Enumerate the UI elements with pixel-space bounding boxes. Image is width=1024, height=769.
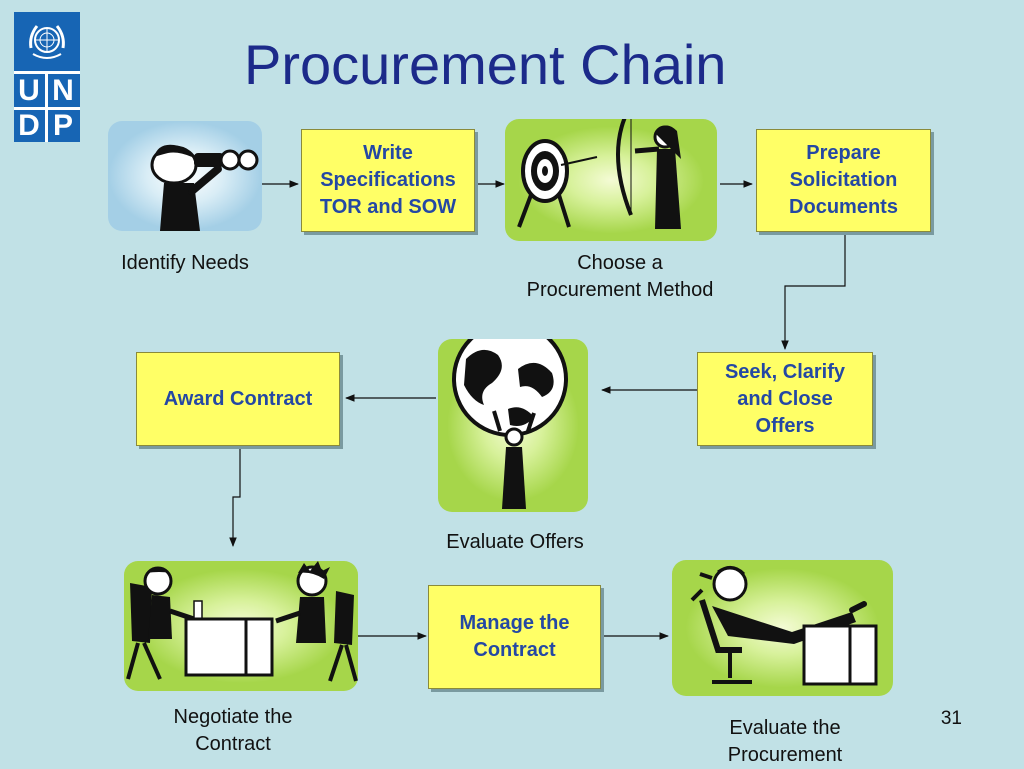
archery-target-icon xyxy=(517,119,681,229)
caption-identify-needs: Identify Needs xyxy=(121,252,249,274)
evaluate-offers-picture xyxy=(438,339,588,512)
binoculars-person-icon xyxy=(150,144,259,231)
logo-letter-d: D xyxy=(18,109,40,142)
step-seek-clarify-close: Seek, Clarify and Close Offers xyxy=(697,352,873,446)
relaxing-person-icon xyxy=(690,566,878,686)
caption-evaluate-offers: Evaluate Offers xyxy=(446,531,584,553)
step-award-contract: Award Contract xyxy=(136,352,340,446)
choose-method-picture xyxy=(505,119,717,241)
globe-holder-icon xyxy=(452,339,568,509)
negotiate-contract-picture xyxy=(124,561,358,691)
evaluate-procurement-picture xyxy=(672,560,893,696)
page-number: 31 xyxy=(940,708,962,729)
negotiation-desk-icon xyxy=(126,561,358,682)
un-emblem-icon xyxy=(29,25,65,59)
step-prepare-solicitation: Prepare Solicitation Documents xyxy=(756,129,931,232)
arrow-award-to-negotiate xyxy=(229,446,241,547)
undp-logo: U N D P xyxy=(14,12,80,142)
caption-evaluate-procurement: Evaluate the Procurement xyxy=(727,717,843,766)
step-manage-contract: Manage the Contract xyxy=(428,585,601,689)
step-write-specifications: Write Specifications TOR and SOW xyxy=(301,129,475,232)
arrow-solicitation-to-seek xyxy=(781,232,846,350)
logo-letter-p: P xyxy=(52,109,73,142)
caption-negotiate-contract: Negotiate the Contract xyxy=(173,706,293,755)
caption-choose-method: Choose a Procurement Method xyxy=(526,252,714,301)
logo-letter-n: N xyxy=(52,74,74,107)
identify-needs-picture xyxy=(108,121,262,231)
page-title: Procurement Chain xyxy=(244,33,727,96)
logo-letter-u: U xyxy=(18,74,40,107)
